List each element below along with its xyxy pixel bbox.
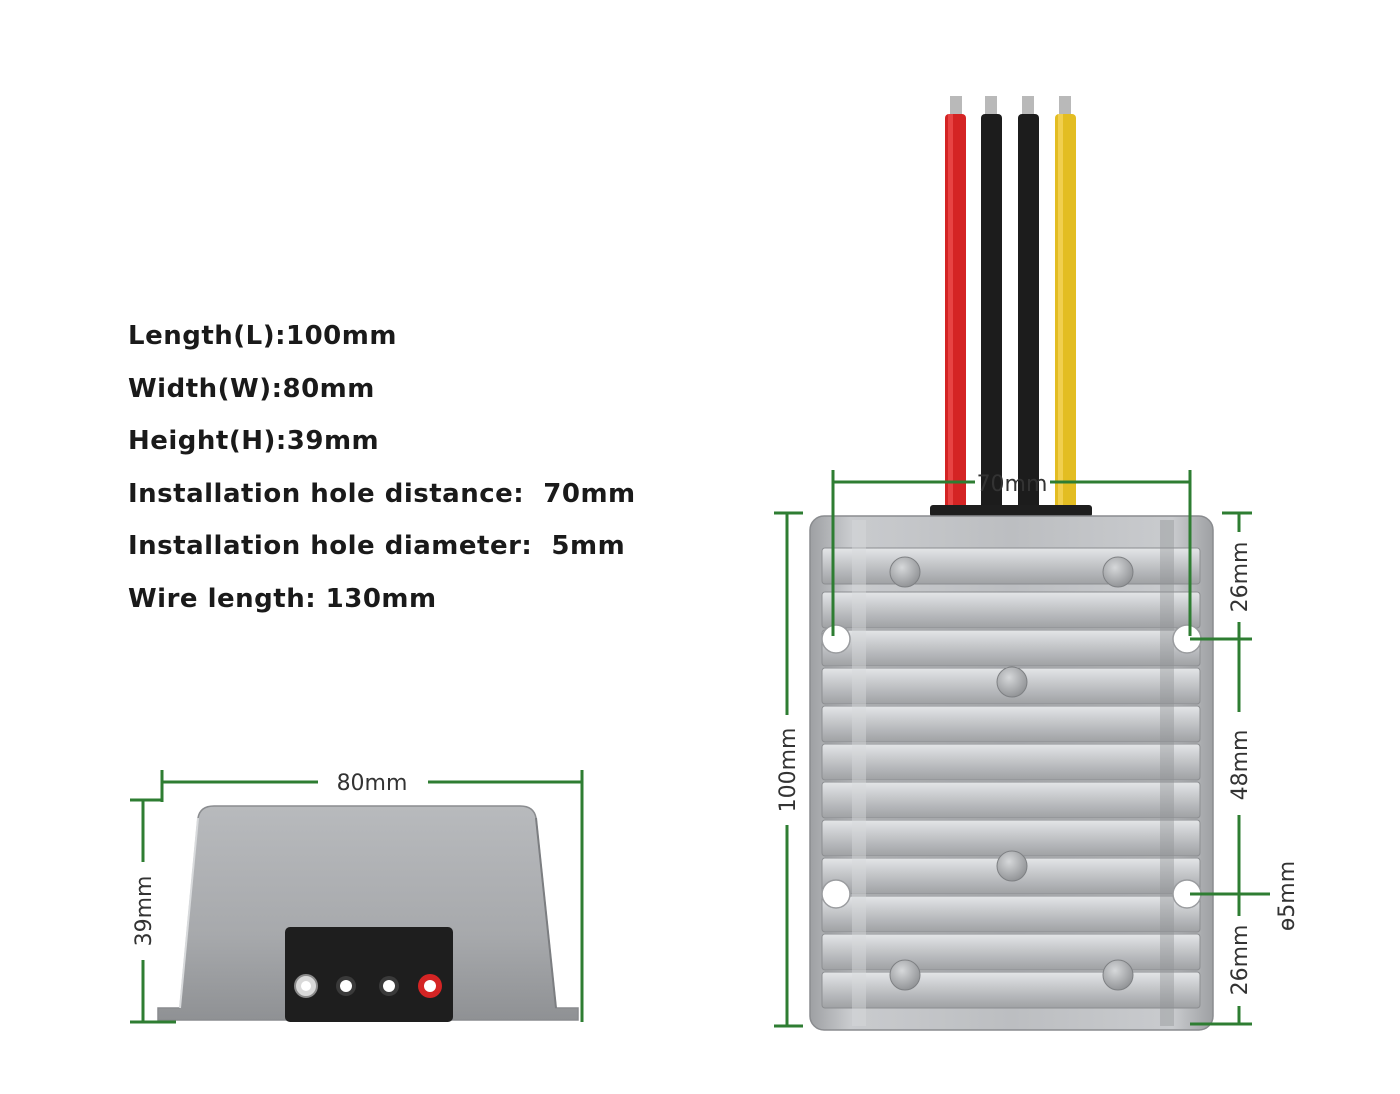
cooling-fins: [821, 520, 1201, 1026]
spec-hole-diameter: Installation hole diameter: 5mm: [128, 531, 626, 562]
spec-wire-length: Wire length: 130mm: [128, 583, 437, 614]
hole-distance-dimension: [831, 470, 1192, 636]
wire-black-2: [1018, 114, 1039, 514]
spec-height: Height(H):39mm: [128, 426, 380, 457]
terminal-panel: [285, 927, 453, 1022]
wires: [945, 96, 1076, 514]
spec-length: Length(L):100mm: [128, 321, 397, 351]
housing-front: [157, 805, 579, 1021]
top-view: 70mm 100mm 26mm 48mm 26mm ɵ5mm: [774, 96, 1300, 1031]
length-label: 100mm: [776, 728, 801, 813]
front-view: 80mm 39mm: [130, 770, 584, 1024]
hole-diameter-label: ɵ5mm: [1275, 861, 1300, 931]
bottom-offset-label: 26mm: [1228, 925, 1253, 996]
spec-width: Width(W):80mm: [128, 373, 375, 404]
screws: [889, 556, 1134, 991]
hole-spacing-dimensions: [1190, 511, 1270, 1026]
cable-grommet: [930, 505, 1092, 517]
wire-black-1: [981, 114, 1002, 514]
spec-list: Length(L):100mm Width(W):80mm Height(H):…: [128, 316, 636, 632]
width-label: 80mm: [337, 771, 408, 796]
wire-red: [945, 114, 966, 514]
height-dimension: [130, 798, 176, 1024]
width-dimension: [160, 770, 584, 1022]
height-label: 39mm: [132, 876, 157, 947]
hole-distance-label: 70mm: [977, 472, 1048, 497]
length-dimension: [774, 511, 803, 1028]
spec-hole-distance: Installation hole distance: 70mm: [128, 478, 636, 509]
mounting-holes: [821, 624, 1202, 909]
top-offset-label: 26mm: [1228, 542, 1253, 613]
middle-spacing-label: 48mm: [1228, 730, 1253, 801]
